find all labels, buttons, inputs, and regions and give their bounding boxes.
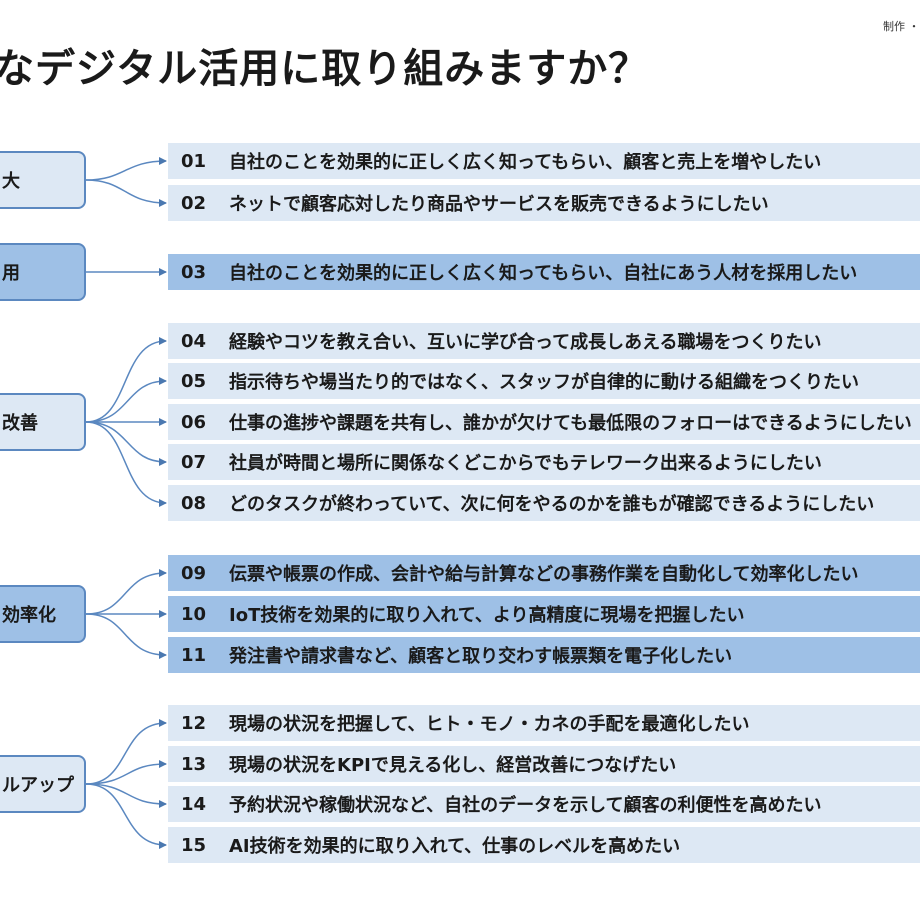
category-label: 効率化 [2, 605, 56, 626]
item-number: 07 [181, 451, 207, 473]
list-item: 01 自社のことを効果的に正しく広く知ってもらい、顧客と売上を増やしたい [168, 143, 920, 179]
item-number: 06 [181, 411, 207, 433]
connector-arrow [85, 613, 167, 659]
category-box: 用 [0, 243, 86, 301]
item-text: 発注書や請求書など、顧客と取り交わす帳票類を電子化したい [229, 646, 733, 667]
list-item: 10 IoT技術を効果的に取り入れて、より高精度に現場を把握したい [168, 596, 920, 632]
item-number: 11 [181, 644, 207, 666]
list-item: 05 指示待ちや場当たり的ではなく、スタッフが自律的に動ける組織をつくりたい [168, 363, 920, 399]
item-text: 伝票や帳票の作成、会計や給与計算などの事務作業を自動化して効率化したい [229, 564, 859, 585]
item-number: 03 [181, 261, 207, 283]
item-text: 経験やコツを教え合い、互いに学び合って成長しあえる職場をつくりたい [229, 332, 822, 353]
item-number: 02 [181, 192, 207, 214]
item-text: 指示待ちや場当たり的ではなく、スタッフが自律的に動ける組織をつくりたい [229, 372, 859, 393]
item-number: 15 [181, 834, 207, 856]
connector-arrow [85, 719, 167, 785]
item-number: 04 [181, 330, 207, 352]
category-label: 用 [2, 263, 20, 284]
category-box: 効率化 [0, 585, 86, 643]
item-number: 01 [181, 150, 207, 172]
connector-arrow [85, 377, 167, 423]
item-text: どのタスクが終わっていて、次に何をやるのかを誰もが確認できるようにしたい [229, 494, 875, 515]
connector-arrow [85, 783, 167, 849]
category-label: 改善 [2, 413, 38, 434]
item-text: 予約状況や稼働状況など、自社のデータを示して顧客の利便性を高めたい [229, 795, 822, 816]
item-number: 09 [181, 562, 207, 584]
connector-arrow [85, 421, 167, 466]
list-item: 11 発注書や請求書など、顧客と取り交わす帳票類を電子化したい [168, 637, 920, 673]
category-label: 大 [2, 171, 20, 192]
connector-arrow [85, 157, 167, 181]
connector-arrow [85, 337, 167, 423]
list-item: 07 社員が時間と場所に関係なくどこからでもテレワーク出来るようにしたい [168, 444, 920, 480]
item-text: 自社のことを効果的に正しく広く知ってもらい、顧客と売上を増やしたい [229, 152, 822, 173]
list-item: 14 予約状況や稼働状況など、自社のデータを示して顧客の利便性を高めたい [168, 786, 920, 822]
list-item: 15 AI技術を効果的に取り入れて、仕事のレベルを高めたい [168, 827, 920, 863]
item-number: 08 [181, 492, 207, 514]
list-item: 13 現場の状況をKPIで見える化し、経営改善につなげたい [168, 746, 920, 782]
list-item: 04 経験やコツを教え合い、互いに学び合って成長しあえる職場をつくりたい [168, 323, 920, 359]
list-item: 02 ネットで顧客応対したり商品やサービスを販売できるようにしたい [168, 185, 920, 221]
category-box: ルアップ [0, 755, 86, 813]
connector-arrow [85, 783, 167, 808]
category-box: 大 [0, 151, 86, 209]
list-item: 09 伝票や帳票の作成、会計や給与計算などの事務作業を自動化して効率化したい [168, 555, 920, 591]
item-number: 05 [181, 370, 207, 392]
list-item: 03 自社のことを効果的に正しく広く知ってもらい、自社にあう人材を採用したい [168, 254, 920, 290]
item-text: ネットで顧客応対したり商品やサービスを販売できるようにしたい [229, 194, 769, 215]
item-number: 13 [181, 753, 207, 775]
item-number: 10 [181, 603, 207, 625]
item-text: 社員が時間と場所に関係なくどこからでもテレワーク出来るようにしたい [229, 453, 822, 474]
list-item: 12 現場の状況を把握して、ヒト・モノ・カネの手配を最適化したい [168, 705, 920, 741]
item-text: IoT技術を効果的に取り入れて、より高精度に現場を把握したい [229, 605, 745, 626]
credit-note: 制作 ・ 合 [883, 20, 920, 33]
list-item: 06 仕事の進捗や課題を共有し、誰かが欠けても最低限のフォローはできるようにした… [168, 404, 920, 440]
item-number: 12 [181, 712, 207, 734]
connector-arrow [85, 569, 167, 615]
item-text: 現場の状況を把握して、ヒト・モノ・カネの手配を最適化したい [229, 714, 750, 735]
category-label: ルアップ [2, 775, 74, 796]
page-title: なデジタル活用に取り組みますか？ [0, 46, 650, 92]
item-text: 自社のことを効果的に正しく広く知ってもらい、自社にあう人材を採用したい [229, 263, 858, 284]
item-text: AI技術を効果的に取り入れて、仕事のレベルを高めたい [229, 836, 681, 857]
list-item: 08 どのタスクが終わっていて、次に何をやるのかを誰もが確認できるようにしたい [168, 485, 920, 521]
connector-arrow [85, 760, 167, 785]
item-text: 現場の状況をKPIで見える化し、経営改善につなげたい [229, 755, 677, 776]
connector-arrow [85, 179, 167, 207]
connector-arrow [85, 421, 167, 507]
item-number: 14 [181, 793, 207, 815]
category-box: 改善 [0, 393, 86, 451]
item-text: 仕事の進捗や課題を共有し、誰かが欠けても最低限のフォローはできるようにしたい [229, 413, 912, 434]
